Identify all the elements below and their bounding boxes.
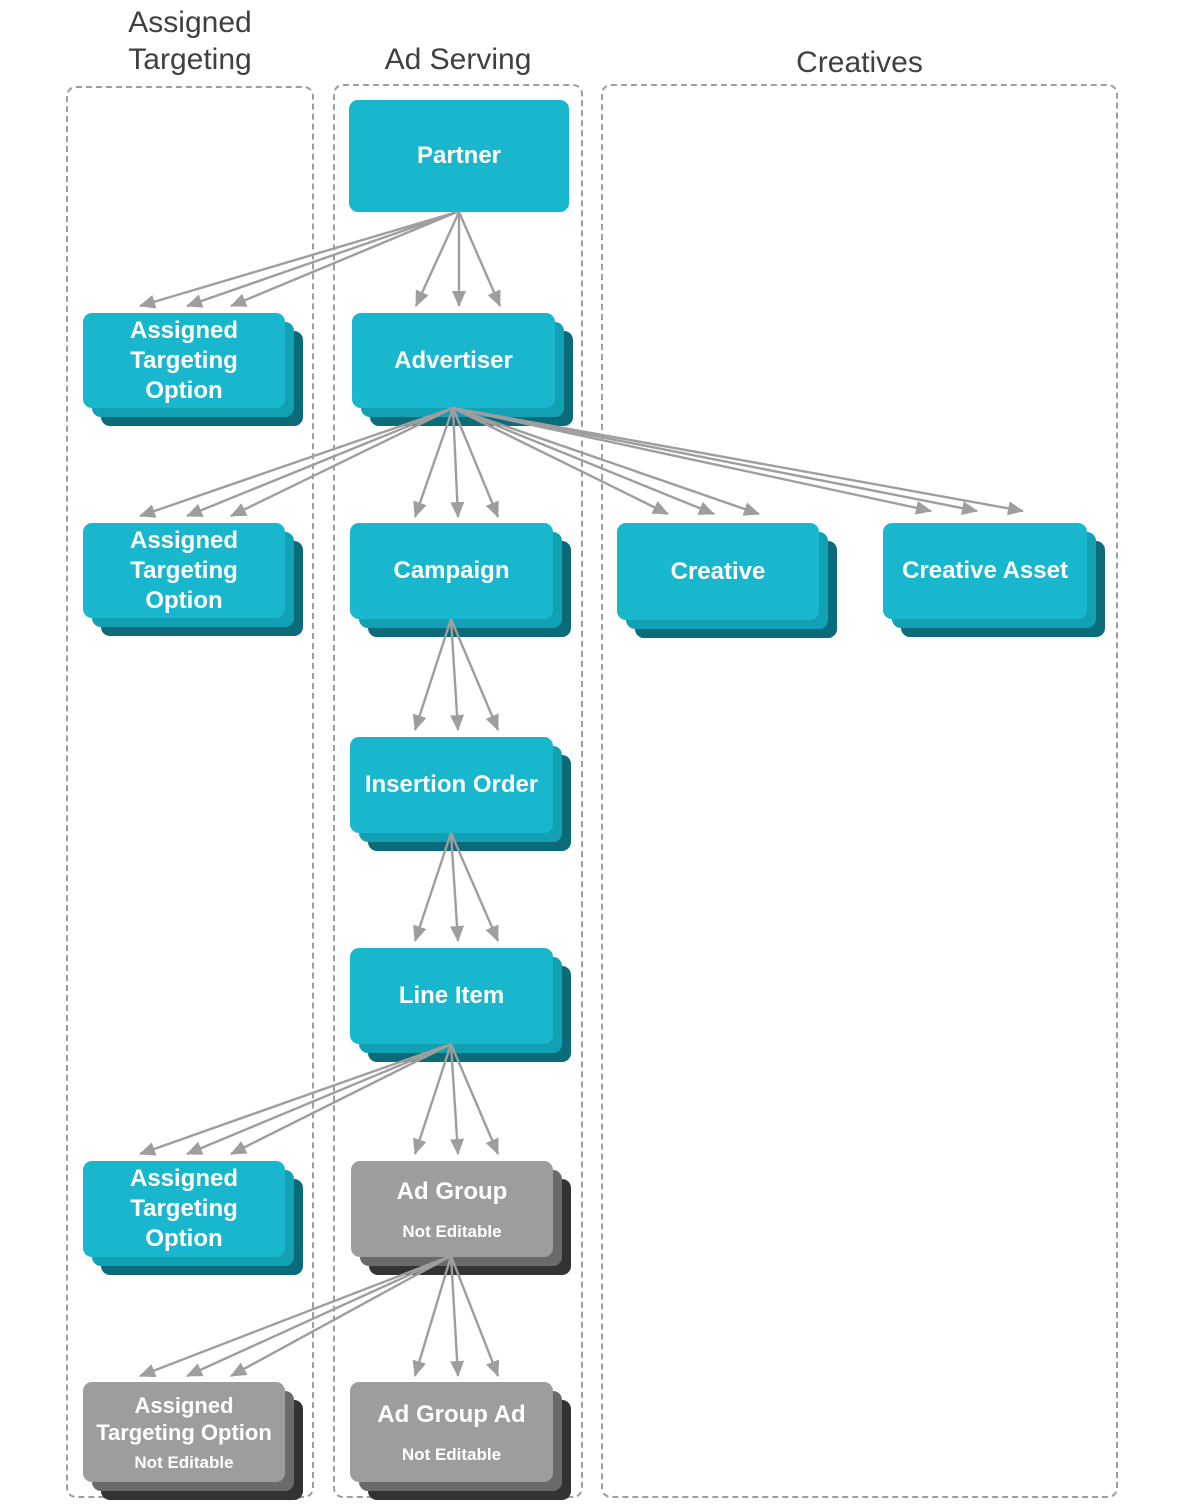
entity-label: Assigned Targeting Option (129, 1165, 239, 1252)
entity-label: Creative (670, 557, 766, 585)
entity-label: Advertiser (394, 346, 513, 374)
column-header-ad-serving: Ad Serving (384, 43, 532, 76)
entity-ad-group-ad[interactable]: Ad Group Ad Not Editable (350, 1382, 571, 1500)
entity-creative[interactable]: Creative (617, 523, 837, 638)
entity-label: Line Item (398, 982, 505, 1009)
entity-label: Campaign (393, 557, 510, 584)
entity-card: Ad Group Not Editable (351, 1161, 553, 1257)
entity-partner[interactable]: Partner (349, 100, 569, 212)
entity-ad-group[interactable]: Ad Group Not Editable (351, 1161, 571, 1275)
entity-partner-card: Partner (349, 100, 569, 212)
column-assigned-targeting (66, 86, 314, 1498)
entity-card: Assigned Targeting Option (83, 1161, 285, 1257)
entity-note: Not Editable (134, 1453, 234, 1472)
entity-label: Assigned Targeting Option (129, 526, 239, 614)
entity-label: Insertion Order (364, 771, 539, 798)
entity-card: Advertiser (352, 313, 555, 408)
entity-card: Insertion Order (350, 737, 553, 833)
entity-label: Ad Group Ad (377, 1401, 526, 1428)
column-header-assigned-targeting: Assigned Targeting (128, 6, 252, 76)
entity-card: Assigned Targeting Option (83, 523, 285, 618)
entity-advertiser[interactable]: Advertiser (352, 313, 573, 426)
entity-label: Assigned Targeting Option (96, 1393, 272, 1445)
entity-card: Assigned Targeting Option (83, 313, 285, 408)
column-creatives (601, 84, 1118, 1498)
entity-label: Partner (416, 142, 502, 169)
entity-assigned-targeting-option-line-item[interactable]: Assigned Targeting Option (83, 1161, 303, 1275)
entity-assigned-targeting-option-advertiser[interactable]: Assigned Targeting Option (83, 523, 303, 636)
entity-note: Not Editable (402, 1222, 502, 1241)
entity-card: Campaign (350, 523, 553, 619)
entity-campaign[interactable]: Campaign (350, 523, 571, 637)
entity-assigned-targeting-option-partner[interactable]: Assigned Targeting Option (83, 313, 303, 426)
entity-assigned-targeting-option-ad-group[interactable]: Assigned Targeting Option Not Editable (83, 1382, 303, 1500)
column-header-creatives: Creatives (796, 46, 923, 79)
entity-card: Creative Asset (883, 523, 1087, 619)
entity-note: Not Editable (401, 1445, 502, 1464)
entity-label: Creative Asset (902, 557, 1068, 584)
entity-card: Ad Group Ad Not Editable (350, 1382, 553, 1482)
entity-insertion-order[interactable]: Insertion Order (350, 737, 571, 851)
entity-line-item[interactable]: Line Item (350, 948, 571, 1062)
entity-card: Creative (617, 523, 819, 620)
entity-card: Line Item (350, 948, 553, 1044)
entity-label: Ad Group (396, 1178, 508, 1205)
entity-creative-asset[interactable]: Creative Asset (883, 523, 1105, 637)
entity-card: Assigned Targeting Option Not Editable (83, 1382, 285, 1482)
entity-label: Assigned Targeting Option (129, 316, 239, 404)
